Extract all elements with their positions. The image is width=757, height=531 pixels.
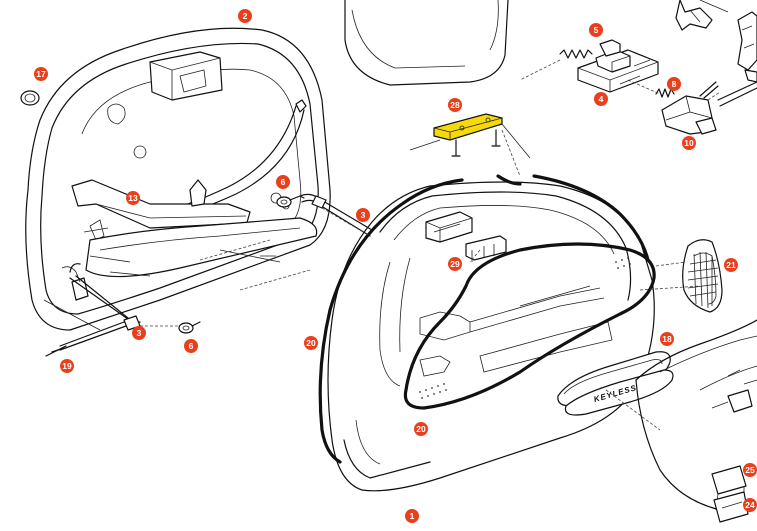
callout-20-left: 20 (304, 336, 318, 350)
callout-29-label: 29 (450, 259, 460, 269)
case-shell-open-left (25, 27, 331, 331)
callout-28: 28 (448, 98, 462, 112)
callout-5: 5 (589, 23, 603, 37)
leader-lines (140, 59, 721, 431)
pin-part-19 (45, 345, 67, 357)
lock-mechanism-top-right (675, 0, 757, 107)
callout-19-label: 19 (62, 361, 72, 371)
spring-and-latch-block (559, 39, 659, 93)
callout-5-label: 5 (594, 25, 599, 35)
callout-25: 25 (743, 463, 757, 477)
callout-17-label: 17 (36, 69, 46, 79)
callout-4-label: 4 (599, 94, 604, 104)
second-case-bottom-right (635, 319, 757, 523)
callout-10: 10 (682, 136, 696, 150)
callout-10-label: 10 (684, 138, 694, 148)
callout-13-label: 13 (128, 193, 138, 203)
callout-3-upper-label: 3 (361, 210, 366, 220)
callout-2-label: 2 (243, 11, 248, 21)
reflector-part-21 (682, 239, 723, 313)
part-28-hinge-plate (409, 113, 531, 159)
callout-8: 8 (667, 77, 681, 91)
callout-19: 19 (60, 359, 74, 373)
upper-housing (344, 0, 509, 86)
cable-part-3-upper (299, 193, 373, 237)
callout-29: 29 (448, 257, 462, 271)
reflector-grid (687, 251, 719, 309)
perforated-area (419, 257, 631, 399)
callout-6-upper: 6 (276, 175, 290, 189)
callout-21-label: 21 (726, 260, 736, 270)
gasket-part-20-inner (403, 242, 656, 410)
main-case-part-1 (327, 181, 655, 492)
callout-1: 1 (405, 509, 419, 523)
callout-3-upper: 3 (356, 208, 370, 222)
callout-21: 21 (724, 258, 738, 272)
callout-13: 13 (126, 191, 140, 205)
callout-1-label: 1 (410, 511, 415, 521)
gasket-part-20-outer (318, 174, 650, 464)
callout-20-lower-label: 20 (416, 424, 426, 434)
callout-20-left-label: 20 (306, 338, 316, 348)
callout-4: 4 (594, 92, 608, 106)
callout-17: 17 (34, 67, 48, 81)
callout-24: 24 (743, 498, 757, 512)
bush-part-6-upper (276, 195, 305, 208)
bush-part-6-lower (178, 321, 201, 334)
callout-24-label: 24 (745, 500, 755, 510)
callout-20-lower: 20 (414, 422, 428, 436)
callout-6-upper-label: 6 (281, 177, 286, 187)
callout-18-label: 18 (662, 334, 672, 344)
callout-6-lower: 6 (184, 339, 198, 353)
spring-and-lock-barrel (655, 81, 719, 135)
callout-3-lower: 3 (132, 326, 146, 340)
callout-28-label: 28 (450, 100, 460, 110)
callout-2: 2 (238, 9, 252, 23)
callout-18: 18 (660, 332, 674, 346)
emblem-part-18: KEYLESS (557, 351, 674, 416)
callout-25-label: 25 (745, 465, 755, 475)
ring-part-17 (20, 90, 40, 106)
callout-8-label: 8 (672, 79, 677, 89)
callout-6-lower-label: 6 (189, 341, 194, 351)
callout-3-lower-label: 3 (137, 328, 142, 338)
